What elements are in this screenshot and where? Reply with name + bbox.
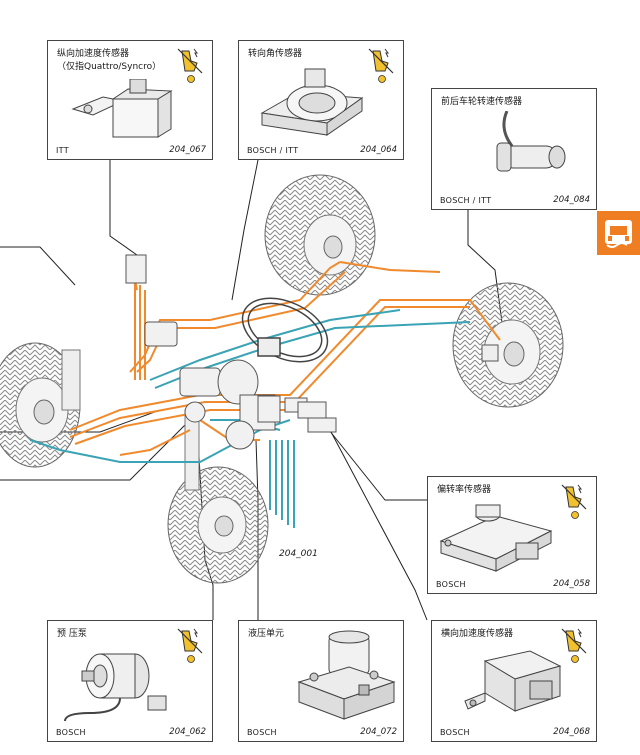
subtitle-line: （仅指Quattro/Syncro）: [57, 62, 162, 72]
figure-code-label: 204_064: [360, 145, 397, 155]
component-box-hydraulic[interactable]: 液压单元 BOSCH 204_072: [238, 620, 404, 742]
longitudinal-sensor-illustration: [71, 79, 173, 138]
component-title: 纵向加速度传感器 （仅指Quattro/Syncro）: [57, 48, 161, 74]
chassis-components: [125, 254, 337, 450]
esd-hand-warning-icon: [561, 628, 587, 663]
component-box-lateral[interactable]: 横向加速度传感器 BOSCH 204_068: [431, 620, 597, 742]
yaw-sensor-unit: [297, 401, 327, 419]
figure-code-label: 204_067: [169, 145, 206, 155]
leader-left-1: [0, 246, 76, 286]
esd-hand-warning-icon: [177, 628, 203, 663]
title-line: 纵向加速度传感器: [57, 49, 130, 59]
longitudinal-sensor-unit: [125, 254, 147, 284]
component-title: 转向角传感器: [248, 49, 303, 59]
component-title: 预 压泵: [57, 629, 87, 639]
front-right-wheel: [452, 282, 564, 408]
control-module: [144, 321, 178, 347]
figure-code-label: 204_084: [553, 195, 590, 205]
vehicle-skid-icon: [605, 220, 632, 248]
component-title: 前后车轮转速传感器: [441, 97, 523, 107]
component-title: 横向加速度传感器: [441, 629, 514, 639]
brand-label: BOSCH: [56, 728, 86, 737]
steering-angle-sensor-illustration: [260, 68, 364, 136]
lateral-sensor-illustration: [464, 650, 562, 712]
figure-code-label: 204_072: [360, 727, 397, 737]
yaw-rate-sensor-illustration: [439, 504, 553, 572]
steering-wheel: [241, 297, 329, 363]
pre-pressure-pump-illustration: [64, 653, 167, 722]
master-cylinder: [179, 367, 221, 397]
figure-code-label: 204_068: [553, 727, 590, 737]
component-title: 偏转率传感器: [437, 485, 492, 495]
wheel-speed-sensor-illustration: [496, 111, 566, 172]
figure-code-label: 204_062: [169, 727, 206, 737]
component-box-wheel-speed[interactable]: 前后车轮转速传感器 BOSCH / ITT 204_084: [431, 88, 597, 210]
brand-label: BOSCH / ITT: [440, 196, 492, 205]
side-tab[interactable]: [597, 211, 640, 255]
brand-label: ITT: [56, 146, 69, 155]
leader-yaw: [324, 424, 427, 501]
leader-longitudinal: [109, 160, 138, 256]
component-box-longitudinal[interactable]: 纵向加速度传感器 （仅指Quattro/Syncro） ITT 204_067: [47, 40, 213, 160]
component-box-pump[interactable]: 预 压泵 BOSCH 204_062: [47, 620, 213, 742]
brand-label: BOSCH: [436, 580, 466, 589]
esd-hand-warning-icon: [177, 48, 203, 83]
rear-right-wheel: [264, 174, 376, 296]
component-box-steering[interactable]: 转向角传感器 BOSCH / ITT 204_064: [238, 40, 404, 160]
leader-steering: [231, 159, 259, 301]
figure-code-label: 204_058: [553, 579, 590, 589]
rear-left-wheel: [0, 342, 81, 468]
figure-code: 204_001: [279, 549, 318, 559]
orange-wiring: [69, 261, 501, 456]
component-box-yaw[interactable]: 偏转率传感器 BOSCH 204_058: [427, 476, 597, 594]
brand-label: BOSCH: [440, 728, 470, 737]
component-title: 液压单元: [248, 629, 285, 639]
leader-lateral: [329, 429, 428, 621]
brand-label: BOSCH: [247, 728, 277, 737]
brand-label: BOSCH / ITT: [247, 146, 299, 155]
esd-hand-warning-icon: [561, 484, 587, 519]
esd-hand-warning-icon: [368, 48, 394, 83]
lateral-sensor-unit: [307, 417, 337, 433]
hydraulic-unit-illustration: [297, 630, 396, 720]
